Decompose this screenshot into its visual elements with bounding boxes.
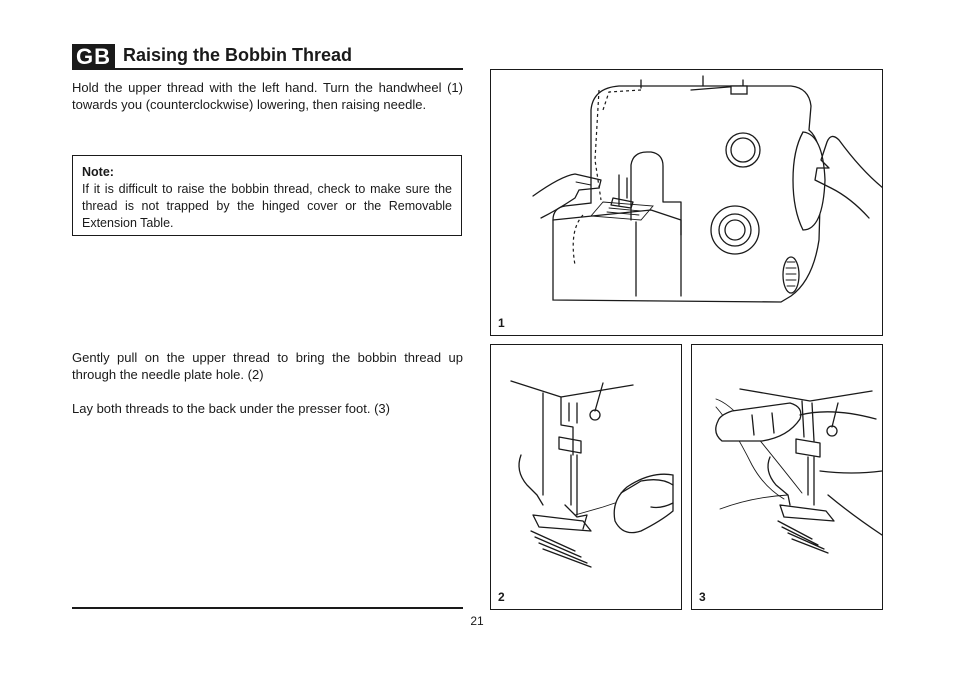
title-divider (72, 68, 463, 70)
sewing-machine-illustration (532, 75, 882, 303)
figure-2-pull-thread: 2 (490, 344, 682, 610)
language-badge: GB (72, 44, 115, 70)
intro-paragraph: Hold the upper thread with the left hand… (72, 80, 463, 112)
figure-3-lay-threads: 3 (691, 344, 883, 610)
footer-divider (72, 607, 463, 609)
page-title: Raising the Bobbin Thread (123, 45, 353, 65)
note-title: Note: (82, 165, 114, 179)
note-box: Note: If it is difficult to raise the bo… (72, 155, 462, 236)
figure-1-sewing-machine: 1 (490, 69, 883, 336)
pull-thread-illustration (510, 380, 674, 568)
note-text: If it is difficult to raise the bobbin t… (82, 182, 452, 230)
step-lay-paragraph: Lay both threads to the back under the p… (72, 401, 390, 416)
lay-threads-illustration (715, 388, 882, 554)
figure-2-number: 2 (498, 590, 505, 604)
figure-3-number: 3 (699, 590, 706, 604)
step-pull-paragraph: Gently pull on the upper thread to bring… (72, 350, 463, 382)
page-number: 21 (470, 614, 484, 628)
figure-1-number: 1 (498, 316, 505, 330)
